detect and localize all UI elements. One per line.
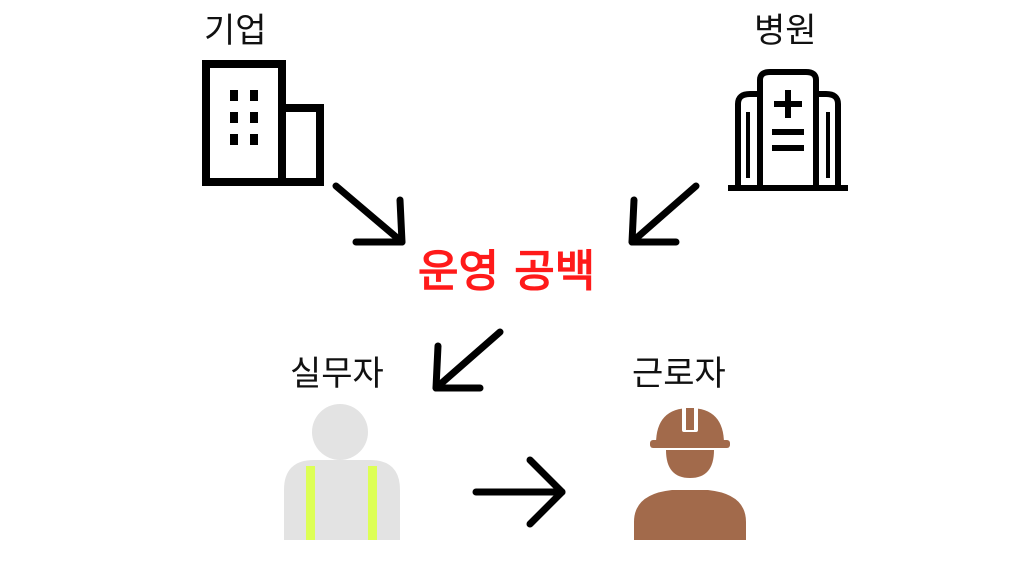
hospital-building-icon bbox=[728, 69, 848, 191]
arrow-practitioner-to-worker bbox=[472, 456, 566, 528]
operation-gap-label: 운영 공백 bbox=[418, 246, 596, 297]
arrow-hospital-to-gap bbox=[628, 182, 700, 246]
worker-label: 근로자 bbox=[632, 354, 726, 394]
office-building-icon bbox=[202, 60, 324, 186]
company-label: 기업 bbox=[204, 11, 267, 51]
arrow-gap-to-practitioner bbox=[432, 328, 504, 392]
practitioner-label: 실무자 bbox=[290, 354, 384, 394]
hospital-label: 병원 bbox=[754, 11, 817, 51]
safety-vest-person-icon bbox=[284, 404, 400, 540]
hard-hat-worker-icon bbox=[634, 406, 746, 540]
arrow-company-to-gap bbox=[332, 182, 406, 246]
